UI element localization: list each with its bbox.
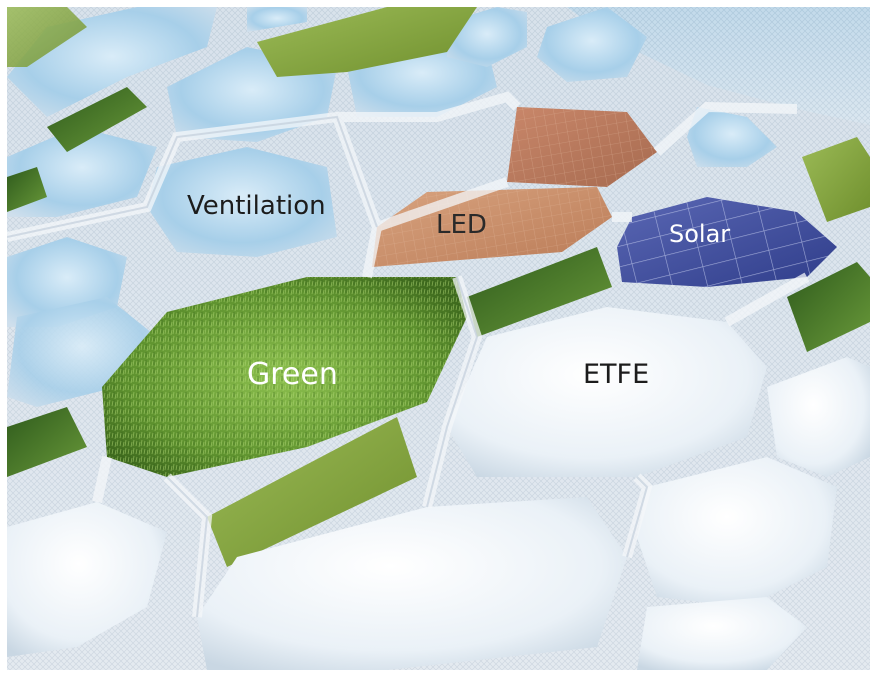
led-label: LED bbox=[436, 210, 487, 240]
green-label: Green bbox=[247, 357, 338, 392]
solar-label: Solar bbox=[669, 220, 731, 248]
etfe-label: ETFE bbox=[583, 359, 650, 390]
green-slim-panels bbox=[7, 7, 870, 567]
etfe-cushions bbox=[7, 307, 870, 670]
ventilation-label: Ventilation bbox=[187, 191, 326, 221]
roof-panels-photo bbox=[7, 7, 870, 670]
solar-panel bbox=[617, 197, 837, 287]
roof-illustration bbox=[7, 7, 870, 670]
green-roof-panel bbox=[102, 277, 467, 477]
